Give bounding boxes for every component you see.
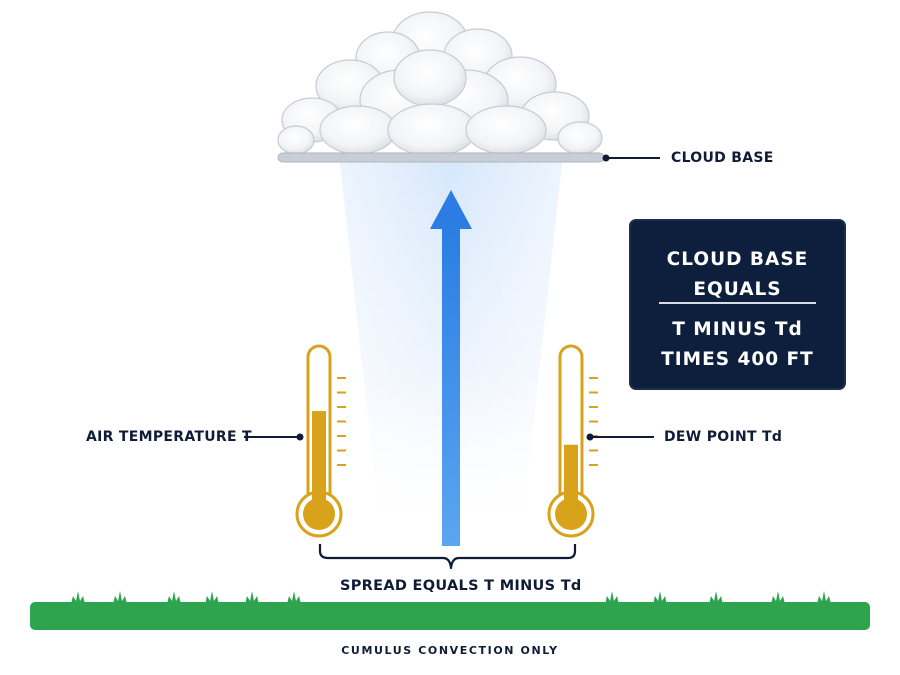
dew-point-leader xyxy=(586,433,654,441)
ground-strip xyxy=(30,602,870,630)
cloud-base-line xyxy=(277,152,605,163)
grass-tuft xyxy=(113,591,127,604)
grass-tuft xyxy=(287,591,301,604)
dew-point-label: DEW POINT Td xyxy=(664,429,783,445)
grass-tuft xyxy=(245,591,259,604)
cloud-base-label: CLOUD BASE xyxy=(671,150,774,166)
cumulus-cloud xyxy=(277,11,603,157)
formula-divider xyxy=(659,302,816,304)
formula-box: CLOUD BASE EQUALS T MINUS Td TIMES 400 F… xyxy=(629,219,846,390)
grass-tuft xyxy=(709,591,723,604)
formula-line-4: TIMES 400 FT xyxy=(661,349,814,370)
grass-tuft xyxy=(653,591,667,604)
air-temperature-thermometer xyxy=(295,344,346,538)
formula-line-1: CLOUD BASE xyxy=(666,249,809,270)
spread-brace xyxy=(318,544,577,570)
formula-line-2: EQUALS xyxy=(693,279,782,300)
grass-tuft xyxy=(771,591,785,604)
formula-line-3: T MINUS Td xyxy=(672,319,803,340)
grass-tuft xyxy=(817,591,831,604)
air-temperature-label: AIR TEMPERATURE T xyxy=(86,429,252,445)
grass-tuft xyxy=(71,591,85,604)
grass-tuft xyxy=(167,591,181,604)
cloud-base-leader xyxy=(602,154,660,162)
grass-tufts xyxy=(71,591,831,604)
air-temperature-leader xyxy=(244,433,304,441)
dew-point-thermometer xyxy=(547,344,598,538)
updraft-arrow xyxy=(430,190,472,546)
footer-note: CUMULUS CONVECTION ONLY xyxy=(341,644,559,657)
grass-tuft xyxy=(605,591,619,604)
grass-tuft xyxy=(205,591,219,604)
spread-label: SPREAD EQUALS T MINUS Td xyxy=(340,578,582,594)
